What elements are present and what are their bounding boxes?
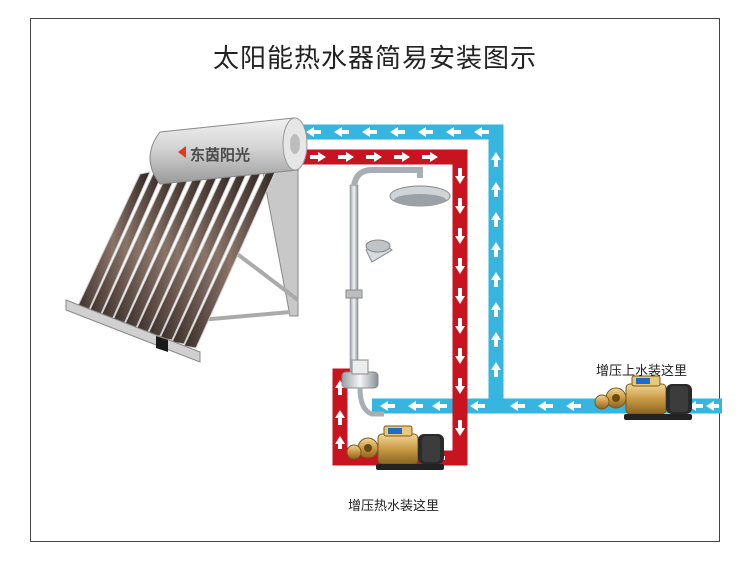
- arrow-icon: [491, 152, 501, 377]
- shower-set-icon: [341, 167, 451, 417]
- diagram-title: 太阳能热水器简易安装图示: [212, 44, 537, 74]
- heater-brand-logo: 东茵阳光: [190, 146, 250, 164]
- arrow-icon: [306, 127, 489, 137]
- arrow-icon: [380, 401, 719, 411]
- arrow-icon: [455, 168, 465, 436]
- cold-pump-label: 增压上水装这里: [596, 364, 688, 379]
- hot-pump-label: 增压热水装这里: [348, 499, 440, 514]
- solar-water-heater-icon: 东茵阳光: [65, 117, 308, 363]
- diagram-frame: [30, 18, 720, 542]
- arrow-icon: [310, 152, 438, 162]
